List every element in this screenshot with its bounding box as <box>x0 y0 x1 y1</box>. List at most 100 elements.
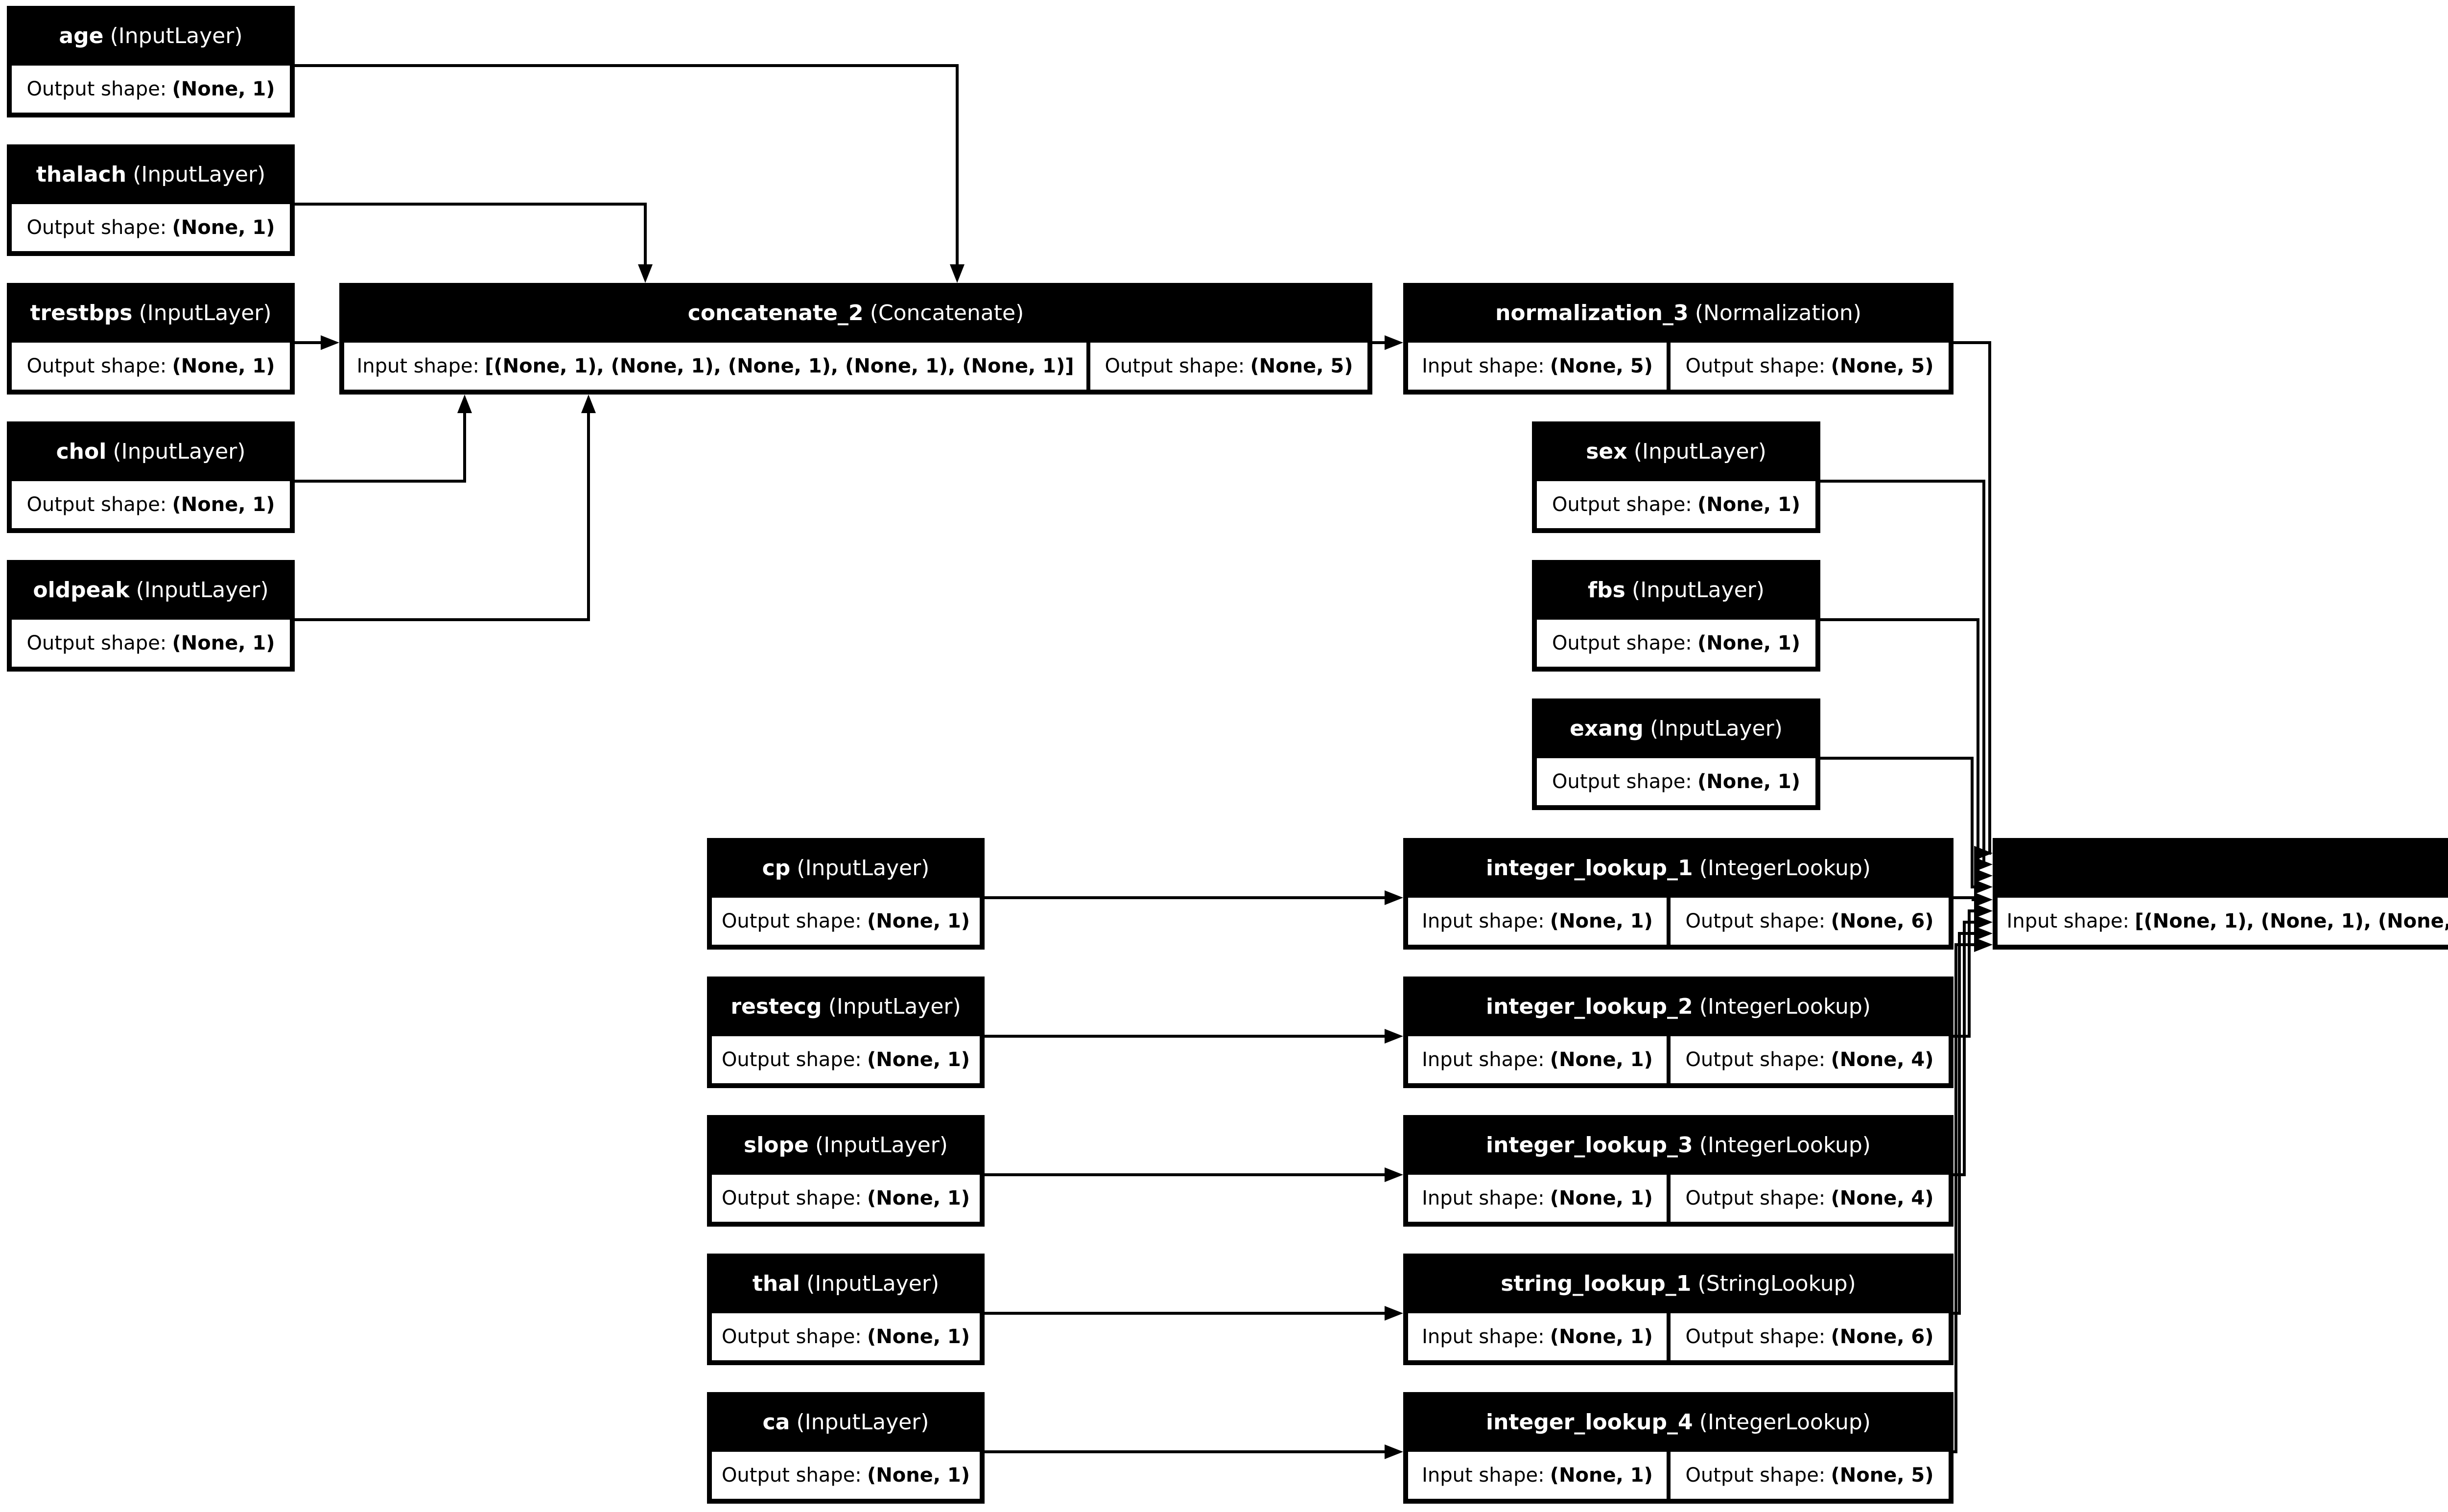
layer-shape-row: Input shape:[(None, 1), (None, 1), (None… <box>344 343 1367 390</box>
layer-shape-row: Input shape:(None, 5)Output shape:(None,… <box>1408 343 1949 390</box>
arrowhead-oldpeak-to-concatenate_2 <box>581 395 596 413</box>
layer-title: age(InputLayer) <box>7 6 295 66</box>
layer-shape-row: Output shape:(None, 1) <box>12 66 290 113</box>
input-shape-value: [(None, 1), (None, 1), (None, 1), (None,… <box>2135 910 2448 932</box>
layer-shape-row: Output shape:(None, 1) <box>12 481 290 528</box>
layer-name: ca <box>762 1409 790 1435</box>
input-shape-cell: Input shape:(None, 5) <box>1408 343 1667 390</box>
arrowhead-integer_lookup_1-to-concatenate_3 <box>1974 892 1993 907</box>
layer-shape-row: Output shape:(None, 1) <box>712 1313 980 1360</box>
layer-name: integer_lookup_1 <box>1486 855 1693 881</box>
layer-title: thalach(InputLayer) <box>7 144 295 204</box>
layer-title: trestbps(InputLayer) <box>7 283 295 343</box>
edge-integer_lookup_2-to-concatenate_3 <box>1954 909 1974 1038</box>
layer-node-trestbps: trestbps(InputLayer)Output shape:(None, … <box>7 283 295 395</box>
output-shape-label: Output shape: <box>1685 1187 1826 1210</box>
layer-type: (Normalization) <box>1695 300 1861 326</box>
output-shape-value: (None, 1) <box>867 910 970 932</box>
output-shape-value: (None, 1) <box>1697 632 1801 654</box>
layer-node-normalization_3: normalization_3(Normalization)Input shap… <box>1403 283 1954 395</box>
arrowhead-integer_lookup_2-to-concatenate_3 <box>1974 904 1993 918</box>
layer-title: integer_lookup_1(IntegerLookup) <box>1403 838 1954 898</box>
layer-name: thal <box>752 1271 800 1296</box>
layer-name: thalach <box>36 162 127 187</box>
layer-title: ca(InputLayer) <box>707 1392 985 1452</box>
output-shape-value: (None, 1) <box>172 355 275 377</box>
layer-node-age: age(InputLayer)Output shape:(None, 1) <box>7 6 295 117</box>
layer-name: fbs <box>1588 577 1625 603</box>
output-shape-cell: Output shape:(None, 4) <box>1671 1036 1949 1083</box>
output-shape-value: (None, 1) <box>172 78 275 100</box>
output-shape-label: Output shape: <box>1685 355 1826 377</box>
output-shape-cell: Output shape:(None, 6) <box>1671 1313 1949 1360</box>
edge-chol-to-concatenate_2 <box>295 413 466 483</box>
input-shape-cell: Input shape:(None, 1) <box>1408 1175 1667 1222</box>
layer-type: (InputLayer) <box>133 162 266 187</box>
layer-title: string_lookup_1(StringLookup) <box>1403 1254 1954 1313</box>
layer-type: (InputLayer) <box>797 855 930 881</box>
layer-type: (StringLookup) <box>1697 1271 1856 1296</box>
output-shape-cell: Output shape:(None, 4) <box>1671 1175 1949 1222</box>
layer-name: string_lookup_1 <box>1501 1271 1692 1296</box>
output-shape-cell: Output shape:(None, 5) <box>1090 343 1367 390</box>
output-shape-label: Output shape: <box>1685 1048 1826 1071</box>
layer-name: exang <box>1570 716 1644 741</box>
layer-shape-row: Output shape:(None, 1) <box>712 1452 980 1499</box>
layer-type: (InputLayer) <box>1649 716 1783 741</box>
output-shape-value: (None, 5) <box>1250 355 1353 377</box>
output-shape-value: (None, 1) <box>1697 493 1801 516</box>
layer-node-integer_lookup_2: integer_lookup_2(IntegerLookup)Input sha… <box>1403 977 1954 1088</box>
layer-shape-row: Input shape:(None, 1)Output shape:(None,… <box>1408 1313 1949 1360</box>
output-shape-label: Output shape: <box>1552 632 1692 654</box>
layer-node-thalach: thalach(InputLayer)Output shape:(None, 1… <box>7 144 295 256</box>
layer-type: (IntegerLookup) <box>1699 994 1871 1019</box>
output-shape-value: (None, 6) <box>1831 1326 1934 1348</box>
arrowhead-integer_lookup_3-to-concatenate_3 <box>1974 915 1993 930</box>
output-shape-label: Output shape: <box>1685 1464 1826 1487</box>
arrowhead-fbs-to-concatenate_3 <box>1974 868 1993 883</box>
input-shape-label: Input shape: <box>1422 355 1545 377</box>
input-shape-cell: Input shape:[(None, 1), (None, 1), (None… <box>1998 898 2448 945</box>
arrowhead-restecg-to-integer_lookup_2 <box>1385 1029 1403 1044</box>
output-shape-cell: Output shape:(None, 1) <box>12 204 290 251</box>
layer-name: sex <box>1586 439 1627 464</box>
layer-name: chol <box>56 439 107 464</box>
output-shape-value: (None, 6) <box>1831 910 1934 932</box>
input-shape-label: Input shape: <box>1422 1326 1545 1348</box>
output-shape-cell: Output shape:(None, 1) <box>12 620 290 667</box>
input-shape-value: (None, 1) <box>1550 1326 1653 1348</box>
layer-node-cp: cp(InputLayer)Output shape:(None, 1) <box>707 838 985 950</box>
input-shape-cell: Input shape:(None, 1) <box>1408 1313 1667 1360</box>
arrowhead-cp-to-integer_lookup_1 <box>1385 890 1403 905</box>
output-shape-label: Output shape: <box>721 1187 862 1210</box>
layer-type: (InputLayer) <box>815 1132 948 1158</box>
layer-title: chol(InputLayer) <box>7 421 295 481</box>
layer-title: slope(InputLayer) <box>707 1115 985 1175</box>
layer-node-concatenate_2: concatenate_2(Concatenate) Input shape:[(… <box>339 283 1372 395</box>
layer-type: (InputLayer) <box>139 300 272 326</box>
output-shape-value: (None, 1) <box>172 493 275 516</box>
output-shape-cell: Output shape:(None, 5) <box>1671 343 1949 390</box>
layer-type: (IntegerLookup) <box>1699 1409 1871 1435</box>
input-shape-cell: Input shape:[(None, 1), (None, 1), (None… <box>344 343 1086 390</box>
layer-title: restecg(InputLayer) <box>707 977 985 1036</box>
layer-node-integer_lookup_4: integer_lookup_4(IntegerLookup)Input sha… <box>1403 1392 1954 1504</box>
layer-shape-row: Input shape:(None, 1)Output shape:(None,… <box>1408 1175 1949 1222</box>
output-shape-value: (None, 1) <box>867 1187 970 1210</box>
output-shape-value: (None, 4) <box>1831 1048 1934 1071</box>
input-shape-value: (None, 5) <box>1550 355 1653 377</box>
output-shape-cell: Output shape:(None, 1) <box>1537 758 1815 805</box>
layer-node-chol: chol(InputLayer)Output shape:(None, 1) <box>7 421 295 533</box>
output-shape-cell: Output shape:(None, 1) <box>1537 481 1815 528</box>
output-shape-cell: Output shape:(None, 6) <box>1671 898 1949 945</box>
output-shape-label: Output shape: <box>721 1048 862 1071</box>
layer-type: (Concatenate) <box>870 300 1024 326</box>
arrowhead-age-to-concatenate_2 <box>950 264 965 283</box>
output-shape-label: Output shape: <box>26 78 167 100</box>
layer-name: concatenate_2 <box>687 300 864 326</box>
layer-node-slope: slope(InputLayer) Output shape:(None, 1) <box>707 1115 985 1227</box>
output-shape-cell: Output shape:(None, 1) <box>712 1036 980 1083</box>
layer-type: (InputLayer) <box>828 994 961 1019</box>
layer-title: concatenate_3(Concatenate) <box>1993 838 2448 898</box>
layer-shape-row: Output shape:(None, 1) <box>1537 481 1815 528</box>
